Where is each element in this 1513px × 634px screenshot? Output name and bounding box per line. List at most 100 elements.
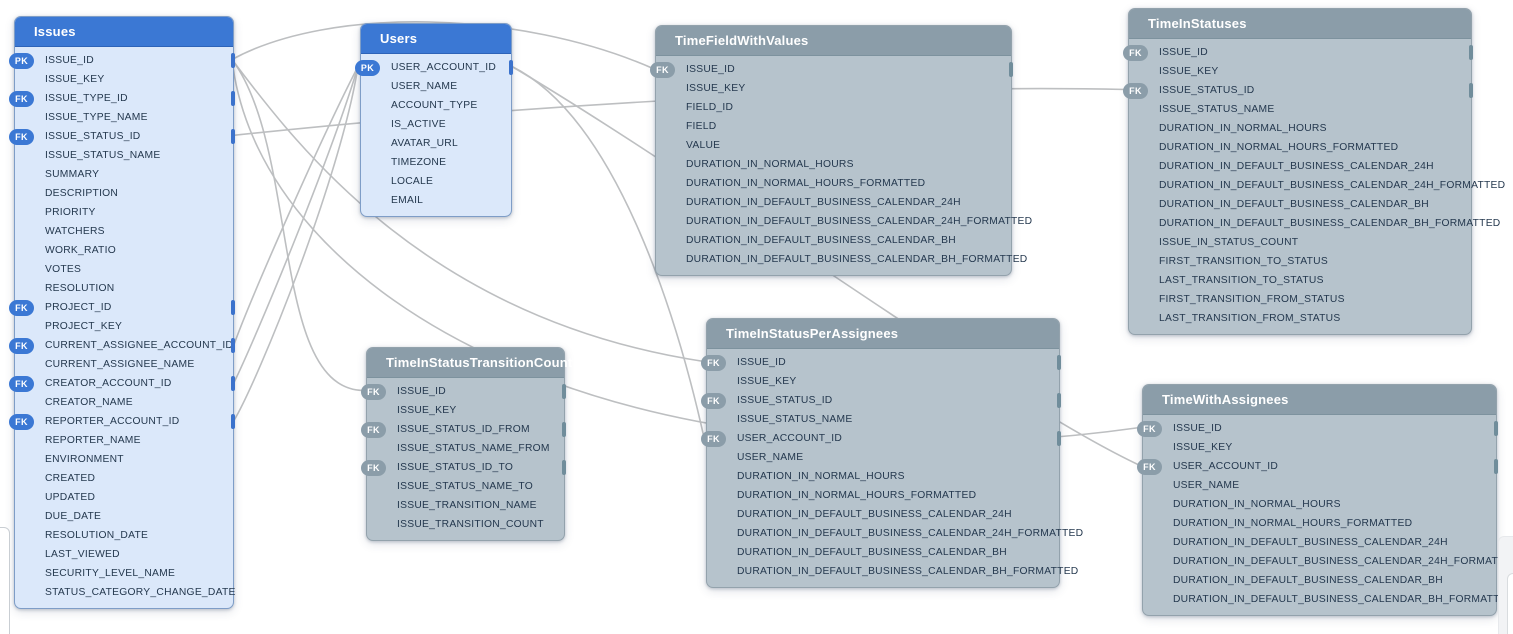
column-row[interactable]: DURATION_IN_DEFAULT_BUSINESS_CALENDAR_BH	[1143, 571, 1496, 590]
column-row[interactable]: DURATION_IN_DEFAULT_BUSINESS_CALENDAR_BH	[656, 231, 1011, 250]
column-row[interactable]: IS_ACTIVE	[361, 115, 511, 134]
column-row[interactable]: DURATION_IN_DEFAULT_BUSINESS_CALENDAR_BH	[707, 543, 1059, 562]
column-row[interactable]: LOCALE	[361, 172, 511, 191]
column-row[interactable]: USER_NAME	[1143, 476, 1496, 495]
table-title[interactable]: TimeInStatusTransitionCount	[367, 348, 572, 378]
column-row[interactable]: RESOLUTION	[15, 279, 233, 298]
column-row[interactable]: DURATION_IN_DEFAULT_BUSINESS_CALENDAR_24…	[1129, 157, 1471, 176]
column-row[interactable]: VOTES	[15, 260, 233, 279]
column-row[interactable]: DURATION_IN_DEFAULT_BUSINESS_CALENDAR_BH…	[1129, 214, 1500, 233]
column-row[interactable]: DURATION_IN_DEFAULT_BUSINESS_CALENDAR_24…	[1143, 552, 1513, 571]
column-row[interactable]: DURATION_IN_DEFAULT_BUSINESS_CALENDAR_BH…	[656, 250, 1027, 269]
column-row[interactable]: CREATED	[15, 469, 233, 488]
column-row[interactable]: DURATION_IN_NORMAL_HOURS	[656, 155, 1011, 174]
column-row[interactable]: RESOLUTION_DATE	[15, 526, 233, 545]
column-row[interactable]: ACCOUNT_TYPE	[361, 96, 511, 115]
column-row[interactable]: UPDATED	[15, 488, 233, 507]
column-row[interactable]: CURRENT_ASSIGNEE_NAME	[15, 355, 233, 374]
column-row[interactable]: TIMEZONE	[361, 153, 511, 172]
table-title[interactable]: Users	[361, 24, 511, 54]
column-row[interactable]: ISSUE_STATUS_NAME	[15, 146, 233, 165]
column-row[interactable]: ISSUE_TRANSITION_COUNT	[367, 515, 564, 534]
column-row[interactable]: LAST_VIEWED	[15, 545, 233, 564]
column-row[interactable]: DURATION_IN_DEFAULT_BUSINESS_CALENDAR_BH…	[707, 562, 1078, 581]
column-row[interactable]: DURATION_IN_NORMAL_HOURS_FORMATTED	[707, 486, 1059, 505]
column-row[interactable]: WORK_RATIO	[15, 241, 233, 260]
column-row[interactable]: ISSUE_KEY	[15, 70, 233, 89]
column-row[interactable]: DURATION_IN_DEFAULT_BUSINESS_CALENDAR_BH	[1129, 195, 1471, 214]
column-row[interactable]: AVATAR_URL	[361, 134, 511, 153]
column-row[interactable]: PROJECT_KEY	[15, 317, 233, 336]
column-row[interactable]: EMAIL	[361, 191, 511, 210]
column-row[interactable]: USER_NAME	[707, 448, 1059, 467]
column-row[interactable]: DURATION_IN_DEFAULT_BUSINESS_CALENDAR_24…	[707, 505, 1059, 524]
column-row[interactable]: FIELD	[656, 117, 1011, 136]
column-row[interactable]: DUE_DATE	[15, 507, 233, 526]
column-row[interactable]: DURATION_IN_NORMAL_HOURS	[1143, 495, 1496, 514]
column-row[interactable]: ISSUE_TRANSITION_NAME	[367, 496, 564, 515]
column-row[interactable]: LAST_TRANSITION_TO_STATUS	[1129, 271, 1471, 290]
column-row[interactable]: ISSUE_STATUS_NAME	[1129, 100, 1471, 119]
column-row[interactable]: REPORTER_NAME	[15, 431, 233, 450]
column-row[interactable]: DURATION_IN_DEFAULT_BUSINESS_CALENDAR_24…	[1143, 533, 1496, 552]
column-row[interactable]: DURATION_IN_DEFAULT_BUSINESS_CALENDAR_24…	[1129, 176, 1505, 195]
column-row[interactable]: ISSUE_KEY	[1143, 438, 1496, 457]
column-row[interactable]: ISSUE_STATUS_NAME	[707, 410, 1059, 429]
column-row[interactable]: DURATION_IN_NORMAL_HOURS_FORMATTED	[1143, 514, 1496, 533]
column-row[interactable]: WATCHERS	[15, 222, 233, 241]
column-row[interactable]: SECURITY_LEVEL_NAME	[15, 564, 233, 583]
column-row[interactable]: STATUS_CATEGORY_CHANGE_DATE	[15, 583, 235, 602]
column-row[interactable]: DURATION_IN_NORMAL_HOURS_FORMATTED	[656, 174, 1011, 193]
column-row[interactable]: USER_NAME	[361, 77, 511, 96]
table-title[interactable]: TimeInStatusPerAssignees	[707, 319, 1059, 349]
column-row[interactable]: DURATION_IN_DEFAULT_BUSINESS_CALENDAR_24…	[656, 193, 1011, 212]
column-row[interactable]: LAST_TRANSITION_FROM_STATUS	[1129, 309, 1471, 328]
table-title[interactable]: TimeFieldWithValues	[656, 26, 1011, 56]
column-row[interactable]: DURATION_IN_DEFAULT_BUSINESS_CALENDAR_24…	[707, 524, 1083, 543]
column-row[interactable]: ISSUE_KEY	[367, 401, 564, 420]
column-row[interactable]: FIELD_ID	[656, 98, 1011, 117]
column-row[interactable]: ISSUE_IN_STATUS_COUNT	[1129, 233, 1471, 252]
table-title[interactable]: Issues	[15, 17, 233, 47]
column-row[interactable]: CREATOR_NAME	[15, 393, 233, 412]
column-row[interactable]: DESCRIPTION	[15, 184, 233, 203]
table-title[interactable]: TimeWithAssignees	[1143, 385, 1496, 415]
column-row[interactable]: DURATION_IN_DEFAULT_BUSINESS_CALENDAR_24…	[656, 212, 1032, 231]
column-row[interactable]: ISSUE_TYPE_NAME	[15, 108, 233, 127]
column-row[interactable]: DURATION_IN_NORMAL_HOURS	[1129, 119, 1471, 138]
table-title[interactable]: TimeInStatuses	[1129, 9, 1471, 39]
column-row[interactable]: ISSUE_STATUS_NAME_TO	[367, 477, 564, 496]
column-row[interactable]: SUMMARY	[15, 165, 233, 184]
column-row[interactable]: ISSUE_KEY	[707, 372, 1059, 391]
column-row[interactable]: VALUE	[656, 136, 1011, 155]
column-row[interactable]: ISSUE_STATUS_NAME_FROM	[367, 439, 564, 458]
column-row[interactable]: DURATION_IN_NORMAL_HOURS_FORMATTED	[1129, 138, 1471, 157]
column-row[interactable]: FIRST_TRANSITION_TO_STATUS	[1129, 252, 1471, 271]
column-row[interactable]: DURATION_IN_DEFAULT_BUSINESS_CALENDAR_BH…	[1143, 590, 1513, 609]
